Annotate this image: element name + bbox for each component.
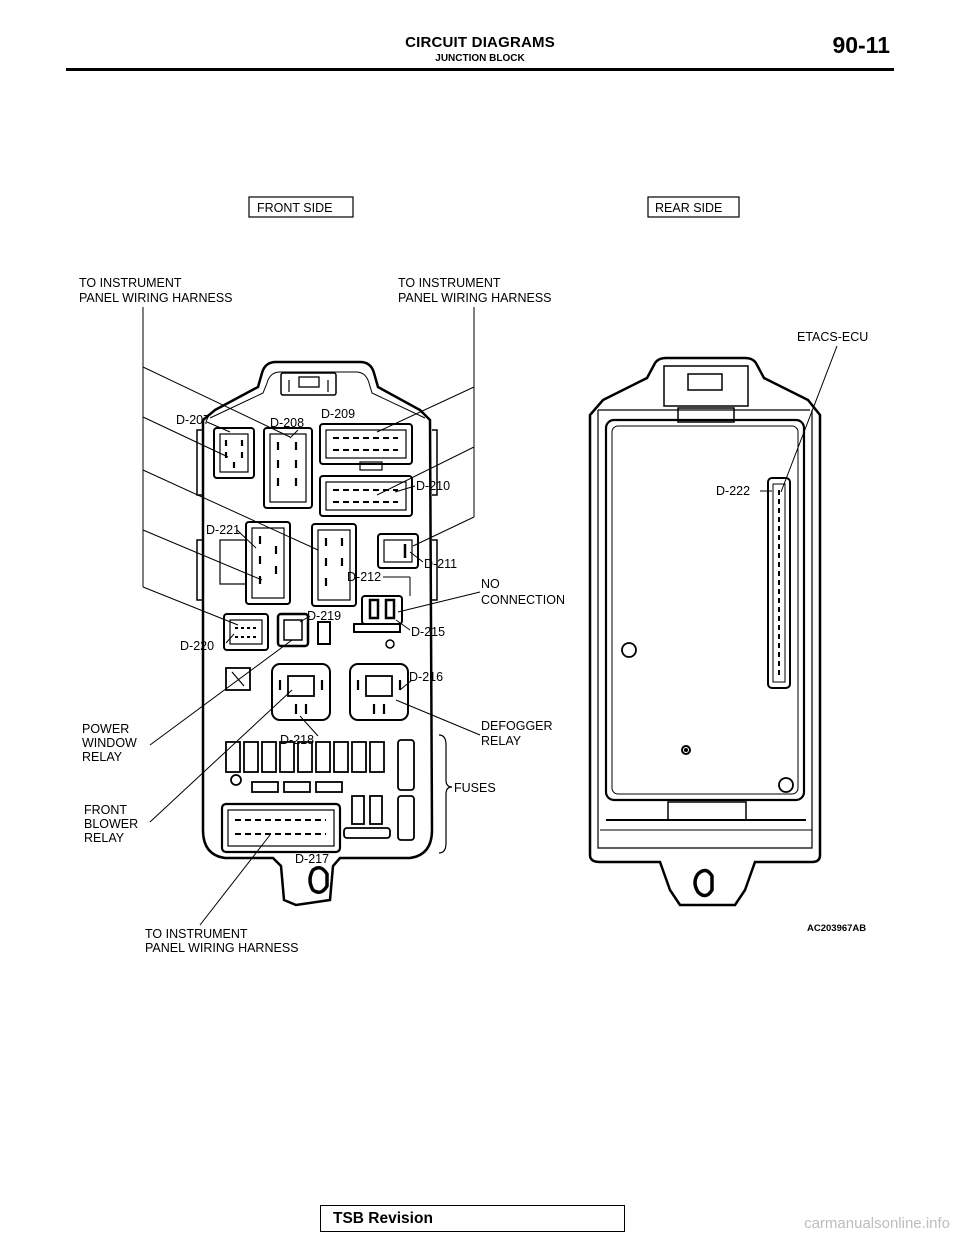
front-side-box: FRONT SIDE: [248, 196, 354, 218]
connector-d219: [276, 612, 331, 648]
harness-bottom-line2: PANEL WIRING HARNESS: [145, 941, 299, 955]
connector-d210: [319, 475, 413, 517]
header-rule: [66, 68, 894, 71]
fuses-brace: [438, 734, 453, 854]
label-d215: D-215: [411, 625, 445, 639]
label-d207: D-207: [176, 413, 210, 427]
fuses-label: FUSES: [454, 781, 496, 795]
label-d218: D-218: [280, 733, 314, 747]
label-d212: D-212: [347, 570, 381, 584]
connector-d212: [311, 523, 357, 607]
label-d221: D-221: [206, 523, 240, 537]
connector-d211: [377, 533, 419, 569]
figure-code: AC203967AB: [807, 923, 866, 934]
connector-d208: [263, 427, 313, 509]
connector-d221: [219, 521, 291, 605]
power-window-line2: WINDOW: [82, 736, 137, 750]
rear-side-label: REAR SIDE: [655, 201, 722, 215]
front-blower-line3: RELAY: [84, 831, 125, 845]
defogger-line1: DEFOGGER: [481, 719, 553, 733]
label-d208: D-208: [270, 416, 304, 430]
harness-top-right-line1: TO INSTRUMENT: [398, 276, 501, 290]
tsb-revision-label: TSB Revision: [333, 1210, 433, 1227]
leader-etacs: [780, 345, 838, 493]
connector-d209: [319, 423, 413, 471]
connector-d217: [220, 802, 342, 854]
front-side-label: FRONT SIDE: [257, 201, 332, 215]
harness-top-left-line1: TO INSTRUMENT: [79, 276, 182, 290]
no-connection-line1: NO: [481, 577, 500, 591]
front-blower-line2: BLOWER: [84, 817, 138, 831]
rear-side-box: REAR SIDE: [647, 196, 740, 218]
relay-socket-d216: [349, 663, 409, 721]
label-d222: D-222: [716, 484, 750, 498]
rear-junction-block: [588, 356, 822, 907]
leader-lines: [149, 421, 481, 926]
label-d220: D-220: [180, 639, 214, 653]
front-junction-block: [196, 360, 438, 907]
label-d210: D-210: [416, 479, 450, 493]
front-blower-line1: FRONT: [84, 803, 127, 817]
connector-d220: [223, 613, 269, 651]
label-d211: D-211: [424, 557, 457, 571]
label-d219: D-219: [307, 609, 341, 623]
page-number: 90-11: [832, 32, 890, 58]
tsb-revision-box: TSB Revision: [320, 1205, 625, 1232]
label-d209: D-209: [321, 407, 355, 421]
connector-d207: [213, 427, 255, 479]
page-subtitle: JUNCTION BLOCK: [435, 53, 525, 64]
harness-top-left-line2: PANEL WIRING HARNESS: [79, 291, 233, 305]
power-window-line3: RELAY: [82, 750, 123, 764]
defogger-line2: RELAY: [481, 734, 522, 748]
no-connection-line2: CONNECTION: [481, 593, 565, 607]
page-title: CIRCUIT DIAGRAMS: [405, 34, 555, 51]
power-window-line1: POWER: [82, 722, 129, 736]
harness-bottom-line1: TO INSTRUMENT: [145, 927, 248, 941]
watermark: carmanualsonline.info: [804, 1215, 950, 1232]
small-cavity: [225, 667, 251, 691]
fuse-row-lower: [343, 795, 415, 841]
harness-bracket-left: [142, 307, 319, 626]
fuse-row-upper: [225, 739, 415, 793]
label-d216: D-216: [409, 670, 443, 684]
label-d217: D-217: [295, 852, 329, 866]
connector-d215: [353, 595, 403, 649]
relay-socket-d218: [271, 663, 331, 721]
harness-top-right-line2: PANEL WIRING HARNESS: [398, 291, 552, 305]
etacs-ecu-label: ETACS-ECU: [797, 330, 868, 344]
